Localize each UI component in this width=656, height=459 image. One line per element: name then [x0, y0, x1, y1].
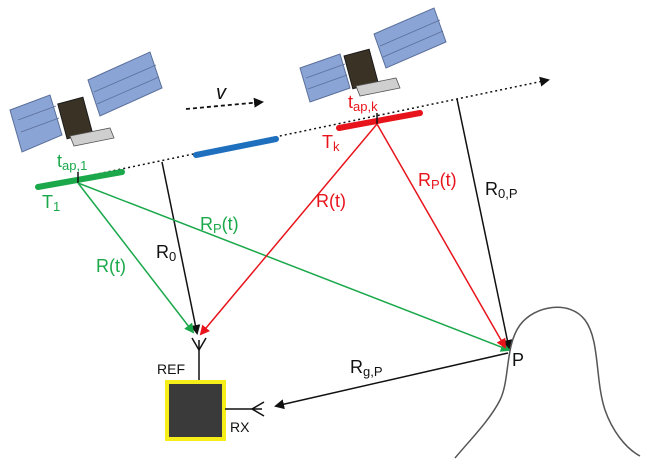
- green-line-RP: [77, 182, 511, 352]
- range-line-R0P: [456, 98, 513, 350]
- orbit-trajectory: [39, 76, 550, 187]
- R0-label: R0: [156, 242, 176, 264]
- R0P-label: R0,P: [485, 179, 518, 201]
- RgP-label: Rg,P: [350, 357, 383, 379]
- satellite-icon: [9, 51, 163, 153]
- aperture-segment-blue: [193, 136, 279, 158]
- R-t-red-label: R(t): [316, 191, 346, 211]
- RP-t-red-label: RP(t): [418, 170, 457, 192]
- RX-label: RX: [230, 419, 250, 435]
- terrain-hill: [454, 306, 641, 459]
- R-t-green-label: R(t): [96, 256, 126, 276]
- aperture-segment-red: [336, 110, 423, 131]
- range-line-R0: [161, 161, 201, 335]
- T1-label: T1: [42, 192, 60, 214]
- range-line-RgP: [274, 352, 509, 410]
- satellite-icon: [299, 7, 447, 103]
- REF-label: REF: [157, 361, 185, 377]
- antenna-icon: [225, 401, 265, 417]
- RP-t-green-label: RP(t): [200, 214, 239, 236]
- aperture-segment-green: [35, 169, 125, 190]
- tapk-label: tap,k: [348, 92, 378, 114]
- point-P-label: P: [512, 350, 524, 370]
- antenna-icon: [191, 337, 207, 382]
- green-line-R: [77, 182, 195, 334]
- tap1-label: tap,1: [57, 151, 87, 173]
- receiver-box-icon: [165, 380, 226, 441]
- red-line-R: [199, 123, 378, 336]
- Tk-label: Tk: [322, 132, 340, 154]
- velocity-label: v: [216, 82, 227, 104]
- red-line-RP: [376, 123, 506, 349]
- velocity-arrow: [185, 97, 264, 110]
